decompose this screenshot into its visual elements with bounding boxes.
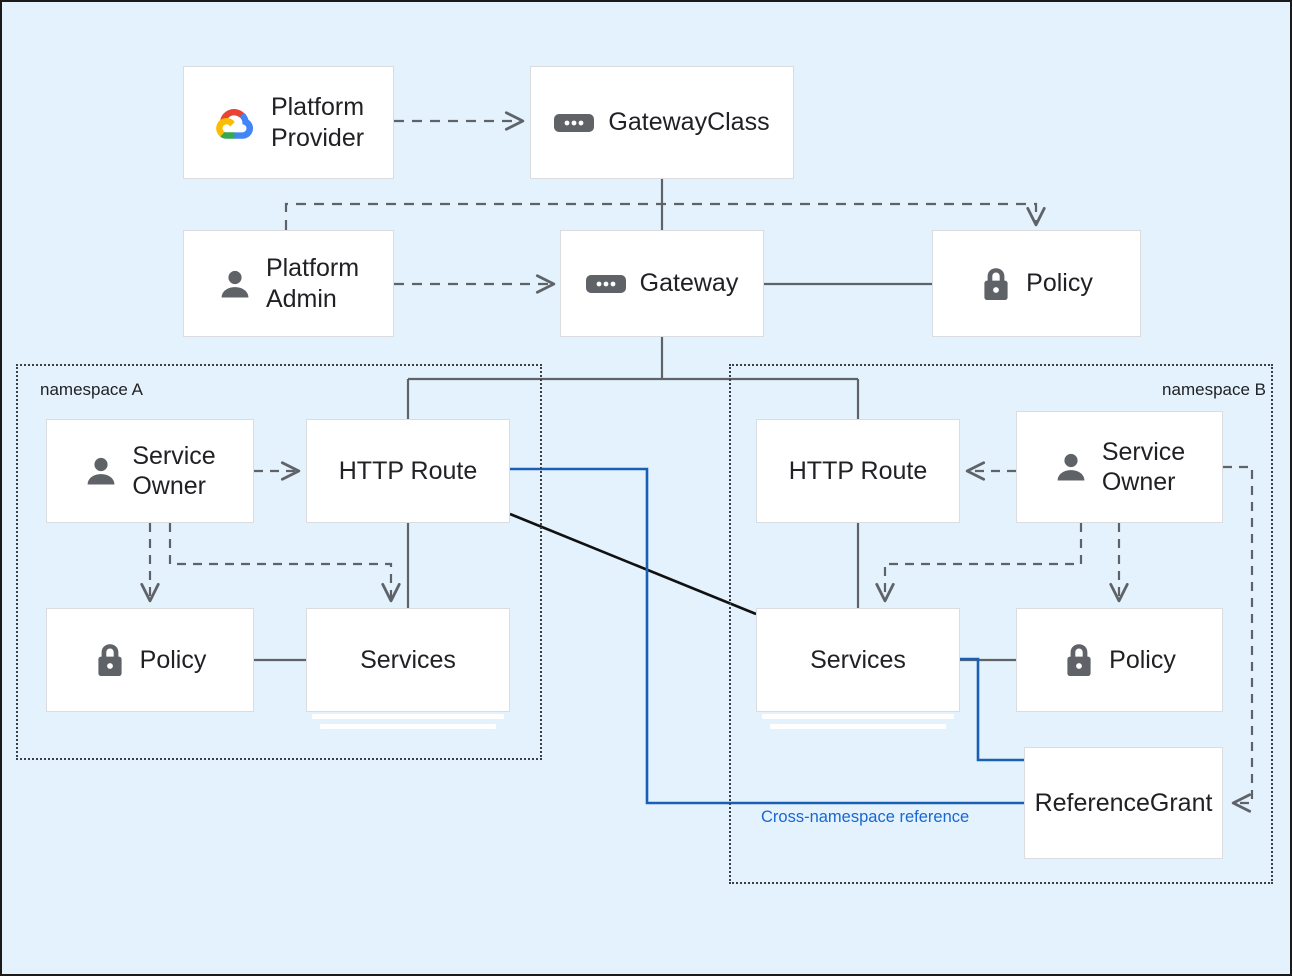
node-label: Gateway bbox=[639, 269, 739, 298]
node-services-b[interactable]: Services bbox=[756, 608, 960, 712]
cross-namespace-reference-label: Cross-namespace reference bbox=[761, 808, 970, 826]
node-services-a[interactable]: Services bbox=[306, 608, 510, 712]
node-gateway[interactable]: Gateway bbox=[560, 230, 764, 337]
lock-icon bbox=[1067, 644, 1091, 676]
person-icon bbox=[221, 270, 249, 297]
node-policy-b[interactable]: Policy bbox=[1016, 608, 1223, 712]
node-label: Policy bbox=[139, 645, 207, 674]
google-cloud-icon bbox=[216, 108, 253, 139]
gateway-icon bbox=[554, 113, 595, 132]
node-label: Policy bbox=[1109, 645, 1176, 674]
node-label: GatewayClass bbox=[608, 108, 770, 137]
node-reference-grant[interactable]: ReferenceGrant bbox=[1024, 747, 1223, 859]
node-policy-top[interactable]: Policy bbox=[932, 230, 1141, 337]
namespace-b-label: namespace B bbox=[1162, 380, 1266, 399]
gateway-icon bbox=[585, 274, 626, 293]
node-policy-a[interactable]: Policy bbox=[46, 608, 254, 712]
lock-icon bbox=[984, 267, 1008, 300]
node-label: Policy bbox=[1026, 269, 1093, 298]
services-a-stack bbox=[306, 714, 510, 734]
node-http-route-b[interactable]: HTTP Route bbox=[756, 419, 960, 523]
namespace-a-label: namespace A bbox=[40, 380, 144, 399]
node-label: Service Owner bbox=[1101, 437, 1186, 497]
node-label: Service Owner bbox=[132, 441, 216, 501]
node-service-owner-a[interactable]: Service Owner bbox=[46, 419, 254, 523]
person-icon bbox=[87, 457, 115, 485]
lock-icon bbox=[98, 644, 122, 676]
node-label: HTTP Route bbox=[338, 456, 478, 485]
node-platform-provider[interactable]: Platform Provider bbox=[183, 66, 394, 179]
person-icon bbox=[1057, 453, 1085, 481]
node-label: Platform Provider bbox=[270, 93, 365, 152]
node-label: Services bbox=[810, 645, 906, 674]
node-service-owner-b[interactable]: Service Owner bbox=[1016, 411, 1223, 523]
namespace-b-container bbox=[729, 364, 1273, 884]
node-label: Platform Admin bbox=[265, 254, 360, 313]
node-label: ReferenceGrant bbox=[1034, 788, 1213, 817]
node-label: HTTP Route bbox=[788, 456, 928, 485]
node-gatewayclass[interactable]: GatewayClass bbox=[530, 66, 794, 179]
node-http-route-a[interactable]: HTTP Route bbox=[306, 419, 510, 523]
services-b-stack bbox=[756, 714, 960, 734]
node-label: Services bbox=[360, 645, 456, 674]
namespace-a-container bbox=[16, 364, 542, 760]
node-platform-admin[interactable]: Platform Admin bbox=[183, 230, 394, 337]
